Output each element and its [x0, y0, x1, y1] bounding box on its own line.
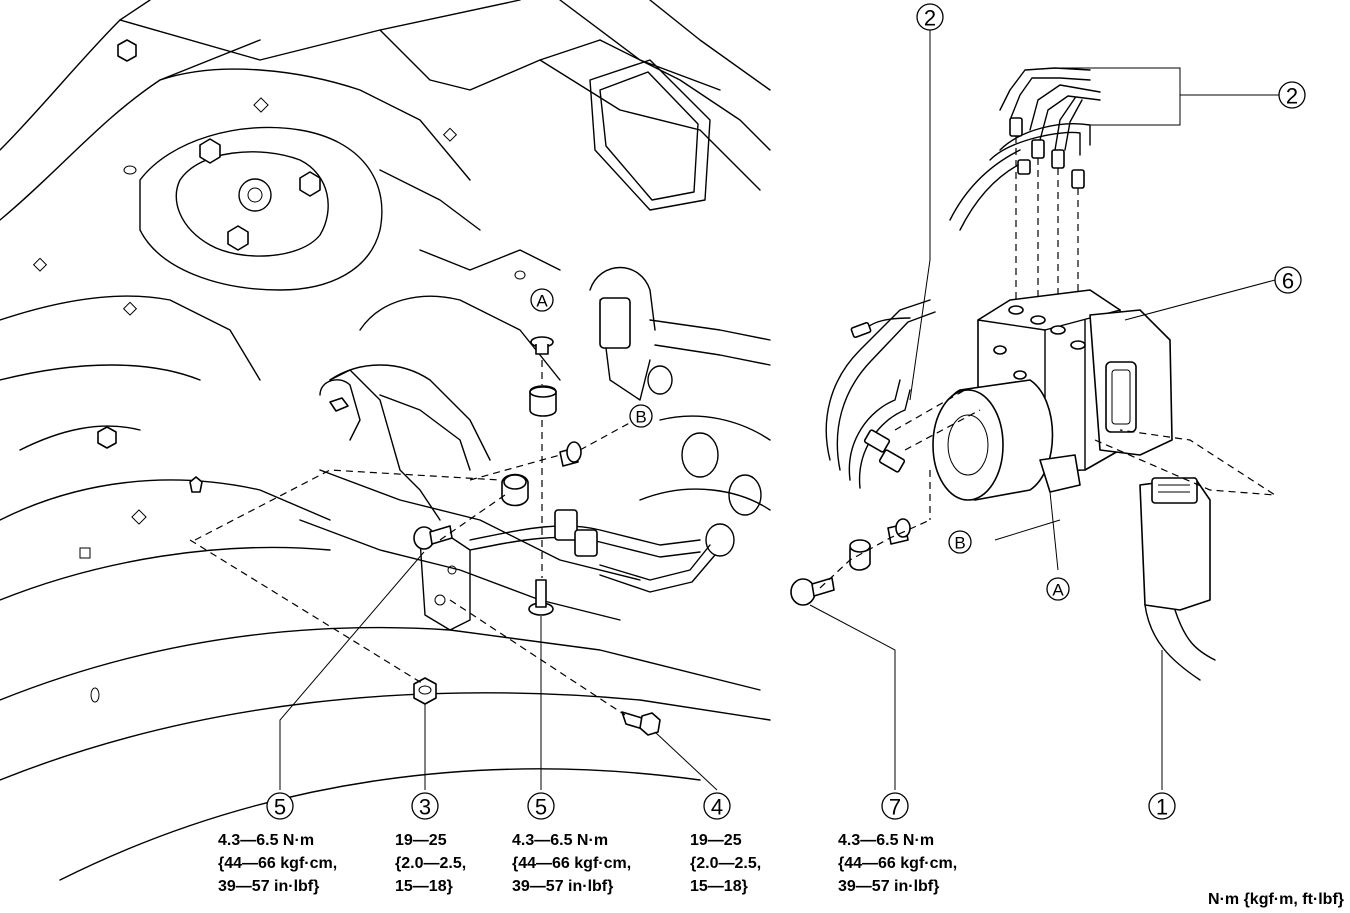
alignment-lines: [189, 360, 636, 716]
torque-newton: 4.3—6.5 N·m: [512, 832, 609, 849]
callout-5b: 5: [527, 792, 555, 820]
torque-newton: 19—25: [395, 832, 447, 849]
reference-letter: A: [1052, 581, 1064, 600]
vehicle-body-structure: [0, 0, 771, 881]
torque-inlbf: 39—57 in·lbf}: [512, 878, 614, 895]
torque-ftlbf: 15—18}: [690, 878, 748, 895]
callout-6: 6: [1274, 266, 1302, 294]
reference-b-left: B: [629, 404, 653, 428]
torque-newton: 19—25: [690, 832, 742, 849]
torque-kgf: {44—66 kgf·cm,: [838, 855, 958, 872]
callout-number: 1: [1156, 795, 1168, 820]
reference-letter: A: [536, 292, 548, 311]
torque-kgf: {44—66 kgf·cm,: [218, 855, 338, 872]
callout-number: 6: [1282, 269, 1294, 294]
torque-kgf: {44—66 kgf·cm,: [512, 855, 632, 872]
callout-number: 2: [1286, 84, 1298, 109]
callout-number: 5: [535, 795, 547, 820]
callout-number: 7: [889, 795, 901, 820]
callout-1: 1: [1148, 792, 1176, 820]
callout-2a: 2: [916, 3, 944, 31]
reference-letter: B: [635, 408, 646, 427]
reference-letter: B: [954, 534, 965, 553]
torque-unit-note: N·m {kgf·m, ft·lbf}: [1208, 891, 1344, 908]
callout-7: 7: [881, 792, 909, 820]
callout-number: 4: [711, 795, 723, 820]
torque-spec-4: 19—25 {2.0—2.5, 15—18}: [690, 829, 761, 898]
callout-2b: 2: [1278, 81, 1306, 109]
torque-spec-5b: 4.3—6.5 N·m {44—66 kgf·cm, 39—57 in·lbf}: [512, 829, 631, 898]
callout-5a: 5: [266, 792, 294, 820]
reference-b-right: B: [948, 530, 972, 554]
callout-number: 5: [274, 795, 286, 820]
callout-number: 2: [924, 6, 936, 31]
torque-kgf: {2.0—2.5,: [690, 855, 762, 872]
left-fasteners: [413, 297, 661, 736]
callout-4: 4: [703, 792, 731, 820]
torque-newton: 4.3—6.5 N·m: [838, 832, 935, 849]
torque-spec-7: 4.3—6.5 N·m {44—66 kgf·cm, 39—57 in·lbf}: [838, 829, 957, 898]
torque-ftlbf: 15—18}: [395, 878, 453, 895]
abs-hydraulic-unit: [790, 67, 1276, 790]
torque-kgf: {2.0—2.5,: [395, 855, 467, 872]
callout-number: 3: [419, 795, 431, 820]
callout-3: 3: [411, 792, 439, 820]
torque-spec-5a: 4.3—6.5 N·m {44—66 kgf·cm, 39—57 in·lbf}: [218, 829, 337, 898]
torque-inlbf: 39—57 in·lbf}: [218, 878, 320, 895]
torque-newton: 4.3—6.5 N·m: [218, 832, 315, 849]
torque-inlbf: 39—57 in·lbf}: [838, 878, 940, 895]
reference-a-right: A: [1046, 577, 1070, 601]
torque-spec-3: 19—25 {2.0—2.5, 15—18}: [395, 829, 466, 898]
reference-a-left: A: [530, 288, 554, 312]
